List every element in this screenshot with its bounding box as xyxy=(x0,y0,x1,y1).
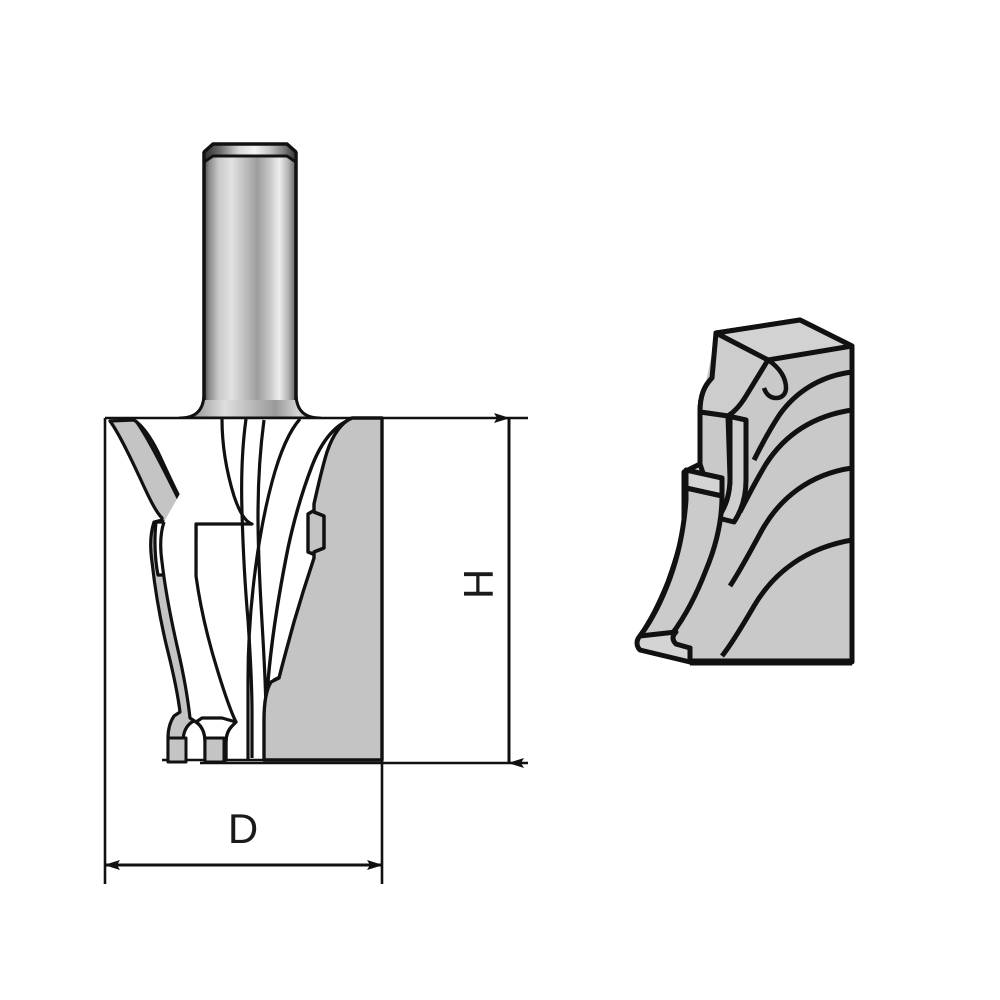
shank-top-edge xyxy=(202,142,298,154)
cutter-right-wing-inner-curve xyxy=(264,417,353,760)
height-dimension-label: H xyxy=(455,569,502,599)
profile-bottom-foot xyxy=(634,629,693,665)
profile-cove-curve-3 xyxy=(727,465,853,588)
profile-top-cove-line xyxy=(761,358,789,401)
cutter-center-contour-right xyxy=(256,419,268,760)
router-bit-shank xyxy=(178,142,322,420)
cutter-center-contour-left xyxy=(240,418,254,758)
cutter-right-relief-curve xyxy=(246,417,302,760)
dimension-height: H xyxy=(455,413,524,768)
cutter-right-wing-step xyxy=(313,510,326,554)
profile-cove-curve-2 xyxy=(737,407,853,514)
diameter-dimension-label: D xyxy=(228,805,258,852)
molding-profile-isometric-view xyxy=(634,317,855,666)
profile-cove-curve-1 xyxy=(751,369,853,462)
dimension-diameter: D xyxy=(104,805,383,870)
shank-barrel xyxy=(204,152,296,400)
cutter-left-foot-block xyxy=(166,736,188,764)
cutter-right-wing xyxy=(262,416,384,762)
profile-cove-curve-4 xyxy=(720,537,853,658)
front-section-view xyxy=(103,142,528,884)
cutter-left-foot-block-2 xyxy=(203,736,226,764)
